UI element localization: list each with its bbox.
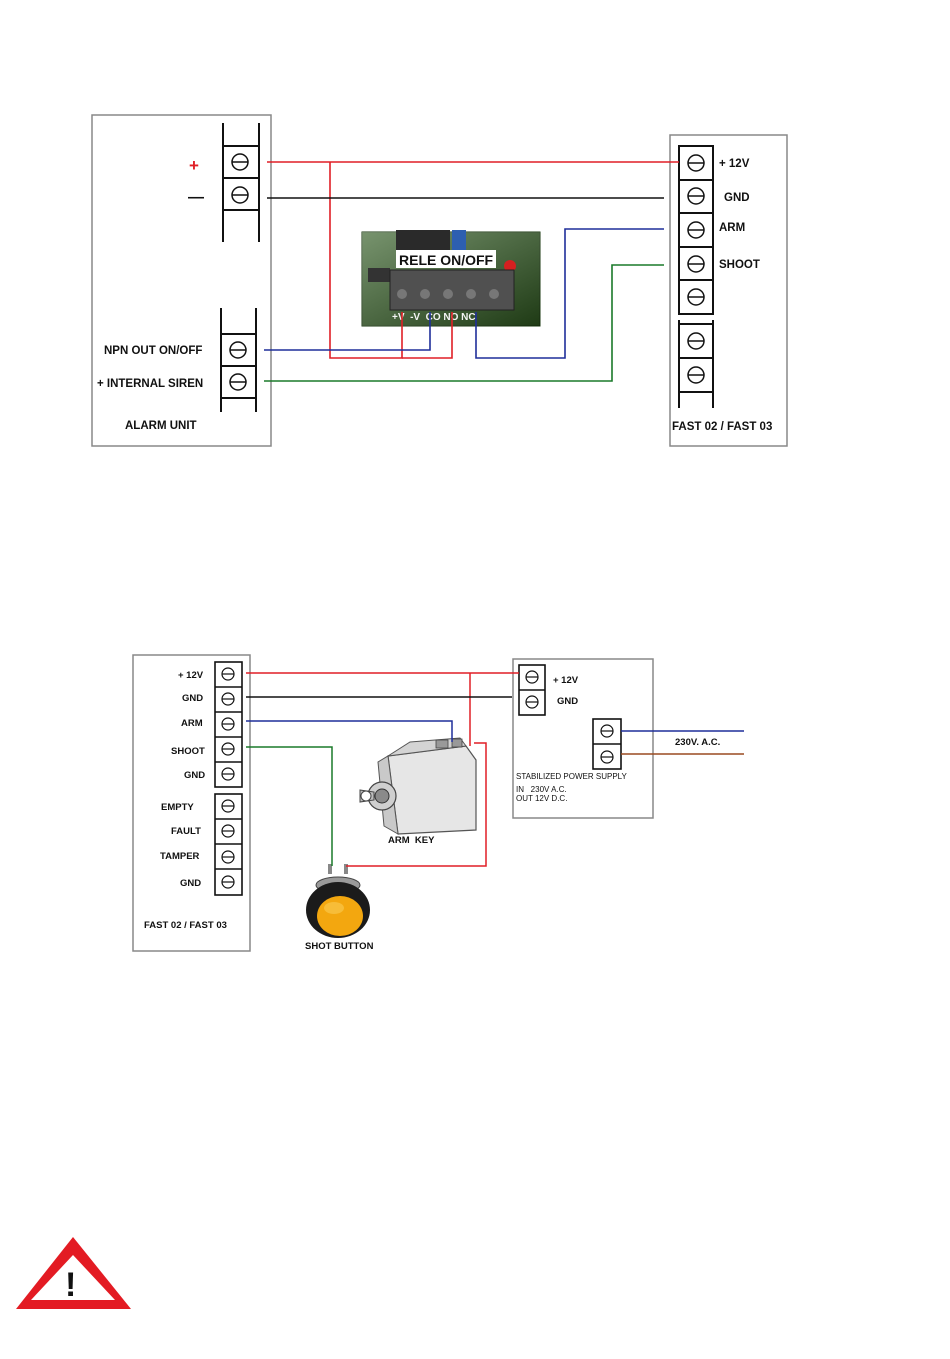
fast2-terminal-tamper: TAMPER	[160, 851, 200, 862]
wires-diagram2	[246, 673, 744, 866]
screw-icon	[222, 851, 234, 863]
alarm-output-terminal-block	[221, 308, 256, 412]
screw-icon	[222, 825, 234, 837]
screw-icon	[222, 876, 234, 888]
screw-icon	[601, 751, 613, 763]
screw-icon	[222, 718, 234, 730]
fast2-status-terminal-block	[215, 794, 242, 895]
fast-terminal-arm: ARM	[719, 222, 745, 234]
screw-icon	[526, 671, 538, 683]
screw-icon	[222, 693, 234, 705]
screw-icon	[230, 342, 246, 358]
psu-output-line: OUT 12V D.C.	[516, 794, 567, 803]
fast2-terminal-fault: FAULT	[171, 826, 201, 837]
screw-icon	[222, 768, 234, 780]
fast2-main-terminal-block	[215, 662, 242, 787]
fast-main-terminal-block	[679, 146, 713, 314]
psu-terminal-12v: + 12V	[553, 675, 579, 686]
wire2-blue-arm	[246, 721, 452, 742]
internal-siren-label: + INTERNAL SIREN	[97, 378, 203, 390]
fast2-terminal-arm: ARM	[181, 718, 203, 729]
arm-key-icon	[360, 738, 476, 834]
fast-unit-title: FAST 02 / FAST 03	[672, 421, 772, 433]
psu-ac-label: 230V. A.C.	[675, 737, 720, 748]
fast2-unit-title: FAST 02 / FAST 03	[144, 920, 227, 931]
fast2-terminal-gnd: GND	[182, 693, 203, 704]
alarm-power-terminal-block	[223, 123, 259, 242]
screw-icon	[601, 725, 613, 737]
screw-icon	[688, 222, 704, 238]
diagram-key-button: + 12V GND ARM SHOOT GND EMPTY FAULT TAMP…	[133, 655, 744, 952]
screw-icon	[688, 333, 704, 349]
fast-terminal-shoot: SHOOT	[719, 259, 760, 271]
shot-button-icon	[306, 864, 370, 938]
screw-icon	[232, 154, 248, 170]
psu-input-terminal-block	[593, 719, 621, 769]
psu-output-terminal-block	[519, 665, 545, 715]
screw-icon	[688, 367, 704, 383]
screw-icon	[222, 743, 234, 755]
screw-icon	[230, 374, 246, 390]
screw-icon	[688, 256, 704, 272]
wire2-green-shoot	[246, 747, 332, 866]
screw-icon	[688, 155, 704, 171]
shot-button-label: SHOT BUTTON	[305, 941, 374, 952]
relay-module: RELE ON/OFF +V -V CO NO NC	[362, 230, 540, 326]
fast2-terminal-empty: EMPTY	[161, 802, 194, 813]
fast-terminal-12v: + 12V	[719, 158, 750, 170]
fast-secondary-terminal-block	[679, 320, 713, 408]
arm-key-label: ARM KEY	[388, 835, 435, 846]
psu-input-line: IN 230V A.C.	[516, 785, 567, 794]
fast2-terminal-12v: + 12V	[178, 670, 204, 681]
fast2-terminal-gnd2: GND	[184, 770, 205, 781]
fast2-terminal-gnd3: GND	[180, 878, 201, 889]
warning-symbol: !	[65, 1266, 76, 1304]
npn-out-label: NPN OUT ON/OFF	[104, 345, 202, 357]
screw-icon	[688, 289, 704, 305]
relay-label: RELE ON/OFF	[399, 252, 494, 268]
fast-terminal-gnd: GND	[724, 192, 750, 204]
psu-title: STABILIZED POWER SUPPLY	[516, 772, 628, 781]
diagram-alarm-relay: + — NPN OUT ON/OFF + INTERNAL SIREN ALAR…	[92, 115, 787, 446]
screw-icon	[222, 668, 234, 680]
screw-icon	[222, 800, 234, 812]
fast2-terminal-shoot: SHOOT	[171, 746, 205, 757]
alarm-minus-label: —	[188, 189, 204, 206]
warning-triangle-icon: !	[16, 1237, 131, 1309]
relay-pin-labels: +V -V CO NO NC	[392, 312, 476, 323]
psu-terminal-gnd: GND	[557, 696, 578, 707]
alarm-unit-title: ALARM UNIT	[125, 420, 197, 432]
alarm-plus-label: +	[189, 156, 199, 175]
screw-icon	[526, 696, 538, 708]
screw-icon	[232, 187, 248, 203]
screw-icon	[688, 188, 704, 204]
